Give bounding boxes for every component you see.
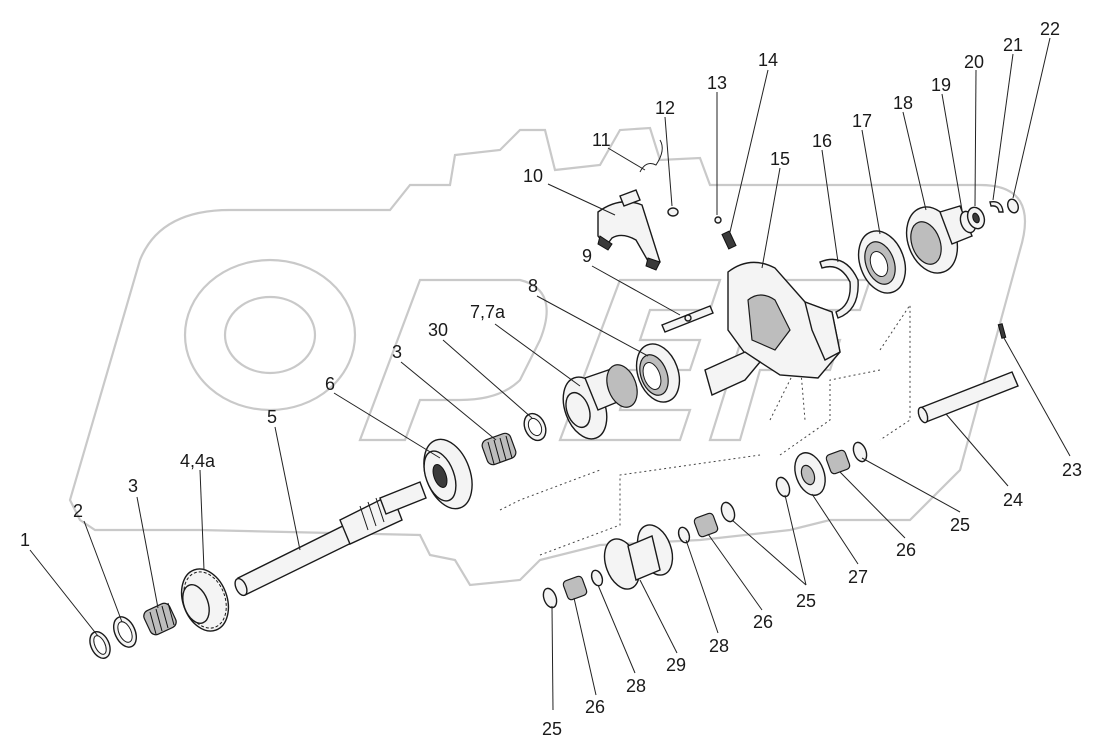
label-25-middle: 25	[796, 591, 816, 611]
part-28-washers	[590, 526, 691, 587]
label-3-middle: 3	[392, 342, 402, 362]
part-4-gear	[180, 568, 230, 632]
label-17: 17	[852, 111, 872, 131]
part-6-synchronizer	[423, 438, 473, 510]
part-labels: 1 2 3 4,4a 5 6 3 30 7,7a 8 9 10 11 12 13…	[20, 19, 1082, 739]
label-1: 1	[20, 530, 30, 550]
part-15-housing	[704, 261, 841, 396]
label-26-left: 26	[585, 697, 605, 717]
label-26-right: 26	[896, 540, 916, 560]
part-5-shaft	[234, 481, 427, 597]
label-26-middle: 26	[753, 612, 773, 632]
label-4: 4,4a	[180, 451, 216, 471]
label-12: 12	[655, 98, 675, 118]
part-16-snap-ring	[819, 258, 859, 319]
label-29: 29	[666, 655, 686, 675]
guide-lines	[499, 303, 911, 556]
part-21-circlip	[989, 201, 1004, 213]
part-12-plug	[667, 207, 679, 217]
watermark	[68, 126, 1027, 587]
label-30: 30	[428, 320, 448, 340]
label-7: 7,7a	[470, 302, 506, 322]
part-3-needle-bearing-middle	[481, 432, 517, 466]
part-29-cluster-gear	[603, 524, 674, 590]
part-3-needle-bearing-left	[143, 602, 177, 636]
label-15: 15	[770, 149, 790, 169]
label-11: 11	[592, 130, 611, 150]
label-13: 13	[707, 73, 727, 93]
label-18: 18	[893, 93, 913, 113]
leader-lines	[29, 37, 1071, 711]
part-18-gear	[905, 205, 973, 274]
label-6: 6	[325, 374, 335, 394]
part-13-ball	[714, 216, 722, 224]
part-17-bearing	[857, 230, 907, 294]
part-26-needle-bearings	[562, 449, 851, 601]
part-23-pin	[997, 323, 1007, 339]
label-9: 9	[582, 246, 592, 266]
part-27-gear	[794, 452, 826, 496]
part-8-ball-bearing	[635, 343, 681, 403]
label-22: 22	[1040, 19, 1060, 39]
part-14-spring	[721, 230, 737, 250]
part-22-o-ring	[1007, 198, 1019, 214]
label-28-right: 28	[709, 636, 729, 656]
label-2: 2	[73, 501, 83, 521]
part-30-washer	[523, 412, 547, 442]
label-5: 5	[267, 407, 277, 427]
label-24: 24	[1003, 490, 1023, 510]
label-3-left: 3	[128, 476, 138, 496]
label-25-left: 25	[542, 719, 562, 739]
label-10: 10	[523, 166, 543, 186]
label-16: 16	[812, 131, 832, 151]
label-23: 23	[1062, 460, 1082, 480]
label-28-left: 28	[626, 676, 646, 696]
part-1-snap-ring	[89, 631, 111, 659]
part-11-spring-wire	[639, 139, 663, 173]
part-24-shaft	[917, 371, 1019, 424]
label-14: 14	[758, 50, 778, 70]
part-9-shift-rod	[661, 305, 714, 333]
part-20-race	[966, 206, 986, 230]
label-25-right: 25	[950, 515, 970, 535]
part-25-washers	[542, 441, 868, 609]
part-7-gear	[562, 364, 638, 440]
label-21: 21	[1003, 35, 1023, 55]
label-27: 27	[848, 567, 868, 587]
label-8: 8	[528, 276, 538, 296]
label-20: 20	[964, 52, 984, 72]
part-2-washer	[112, 616, 138, 648]
label-19: 19	[931, 75, 951, 95]
part-10-shift-fork	[597, 189, 661, 271]
